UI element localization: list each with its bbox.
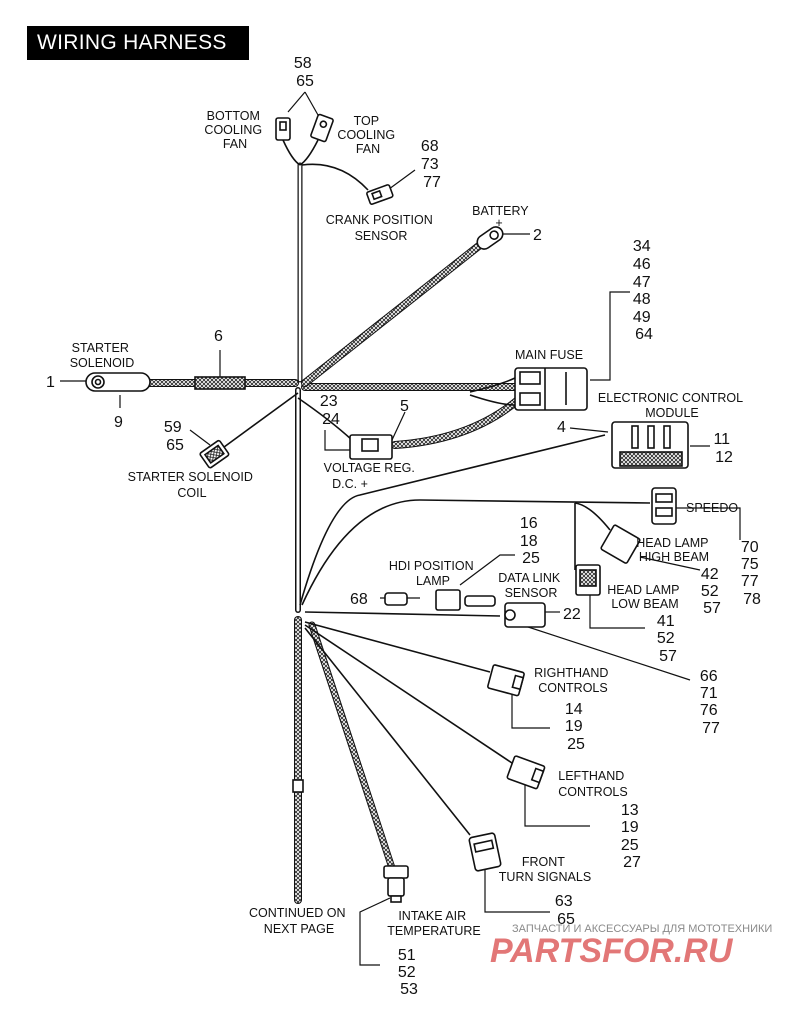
callout-crank: 68 73 77 [421, 138, 443, 191]
callout-solenoid-left: 1 [46, 374, 55, 391]
label-head-lamp-high-beam: HEAD LAMP HIGH BEAM [636, 536, 712, 564]
label-starter-solenoid-coil: STARTER SOLENOID COIL [128, 470, 257, 500]
main-fuse-block [514, 367, 588, 411]
watermark-logo: PARTSFOR.RU [490, 932, 734, 970]
label-lefthand-controls: LEFTHAND CONTROLS [558, 769, 627, 799]
harness-sleeve [194, 376, 246, 390]
label-starter-solenoid: STARTER SOLENOID [70, 341, 135, 370]
component-labels: BOTTOM COOLING FAN TOP COOLING FAN CRANK… [70, 109, 746, 938]
label-hdi-position-lamp: HDI POSITION LAMP [389, 559, 477, 588]
harness-wires [219, 139, 651, 836]
callout-speedo: 70 75 77 78 [741, 539, 763, 608]
callout-data-link: 22 [563, 606, 581, 623]
label-ecm: ELECTRONIC CONTROL MODULE [598, 391, 746, 420]
voltage-regulator-connector [349, 434, 393, 460]
label-battery: BATTERY + [472, 204, 532, 230]
label-voltage-reg: VOLTAGE REG. D.C. + [324, 461, 419, 491]
callout-coil: 59 65 [164, 419, 186, 454]
callout-fans: 58 65 [294, 55, 316, 90]
callout-hdi-left: 68 [350, 591, 368, 608]
ecm-module [611, 421, 689, 469]
trunk-clip [292, 779, 304, 793]
label-continued-on-next-page: CONTINUED ON NEXT PAGE [249, 906, 349, 936]
callout-vreg-left: 23 24 [320, 393, 342, 428]
battery-terminal [476, 226, 504, 250]
starter-solenoid-terminal [85, 372, 151, 392]
label-main-fuse: MAIN FUSE [515, 348, 583, 362]
data-link-sensor-connector [504, 602, 546, 628]
head-lamp-high-beam-connector [600, 524, 641, 564]
intake-air-temperature-sensor [383, 865, 409, 903]
label-data-link-sensor: DATA LINK SENSOR [498, 571, 564, 600]
callout-ecm-left: 4 [557, 419, 566, 436]
callout-battery: 2 [533, 227, 542, 244]
lefthand-controls-connector [506, 755, 546, 790]
callout-solenoid-bottom: 9 [114, 414, 123, 431]
callout-high-beam: 42 52 57 [701, 566, 723, 617]
page-title: WIRING HARNESS [27, 26, 249, 60]
label-front-turn-signals: FRONT TURN SIGNALS [499, 855, 591, 884]
starter-solenoid-coil-connector [199, 439, 230, 469]
head-lamp-low-beam-connector [575, 564, 601, 596]
righthand-controls-connector [487, 664, 525, 697]
callout-harness-top: 6 [214, 328, 223, 345]
components [85, 113, 689, 903]
label-righthand-controls: RIGHTHAND CONTROLS [534, 666, 612, 695]
front-turn-signals-connector [468, 832, 502, 872]
callout-turn-signals: 63 65 [555, 893, 577, 928]
watermark: ЗАПЧАСТИ И АКСЕССУАРЫ ДЛЯ МОТОТЕХНИКИ PA… [490, 923, 772, 970]
hdi-position-lamp-connector [384, 589, 496, 611]
callout-low-beam: 41 52 57 [657, 613, 679, 665]
bottom-cooling-fan-connector [275, 117, 291, 141]
watermark-tagline: ЗАПЧАСТИ И АКСЕССУАРЫ ДЛЯ МОТОТЕХНИКИ [512, 923, 772, 935]
label-speedo: SPEEDO [686, 501, 738, 515]
callout-vreg-right: 5 [400, 398, 409, 415]
callout-data-link-bottom: 66 71 76 77 [700, 668, 722, 737]
label-top-cooling-fan: TOP COOLING FAN [337, 114, 398, 156]
harness-trunks [146, 162, 522, 904]
label-head-lamp-low-beam: HEAD LAMP LOW BEAM [607, 583, 683, 611]
callout-lefthand: 13 19 25 27 [621, 802, 643, 871]
top-cooling-fan-connector [310, 113, 334, 143]
leader-lines [60, 91, 741, 966]
callout-numbers: 58 65 68 73 77 2 34 46 47 48 49 64 1 9 6… [46, 55, 763, 998]
callout-ecm-right: 11 12 [713, 431, 734, 466]
label-bottom-cooling-fan: BOTTOM COOLING FAN [204, 109, 265, 151]
callout-hdi-top: 16 18 25 [520, 515, 542, 567]
callout-righthand: 14 19 25 [565, 701, 587, 753]
callout-main-fuse: 34 46 47 48 49 64 [633, 238, 655, 343]
speedo-connector [651, 487, 677, 525]
callout-intake: 51 52 53 [398, 947, 420, 998]
crank-position-sensor [366, 184, 394, 205]
label-crank-position-sensor: CRANK POSITION SENSOR [326, 213, 436, 243]
label-intake-air-temperature: INTAKE AIR TEMPERATURE [387, 909, 481, 938]
